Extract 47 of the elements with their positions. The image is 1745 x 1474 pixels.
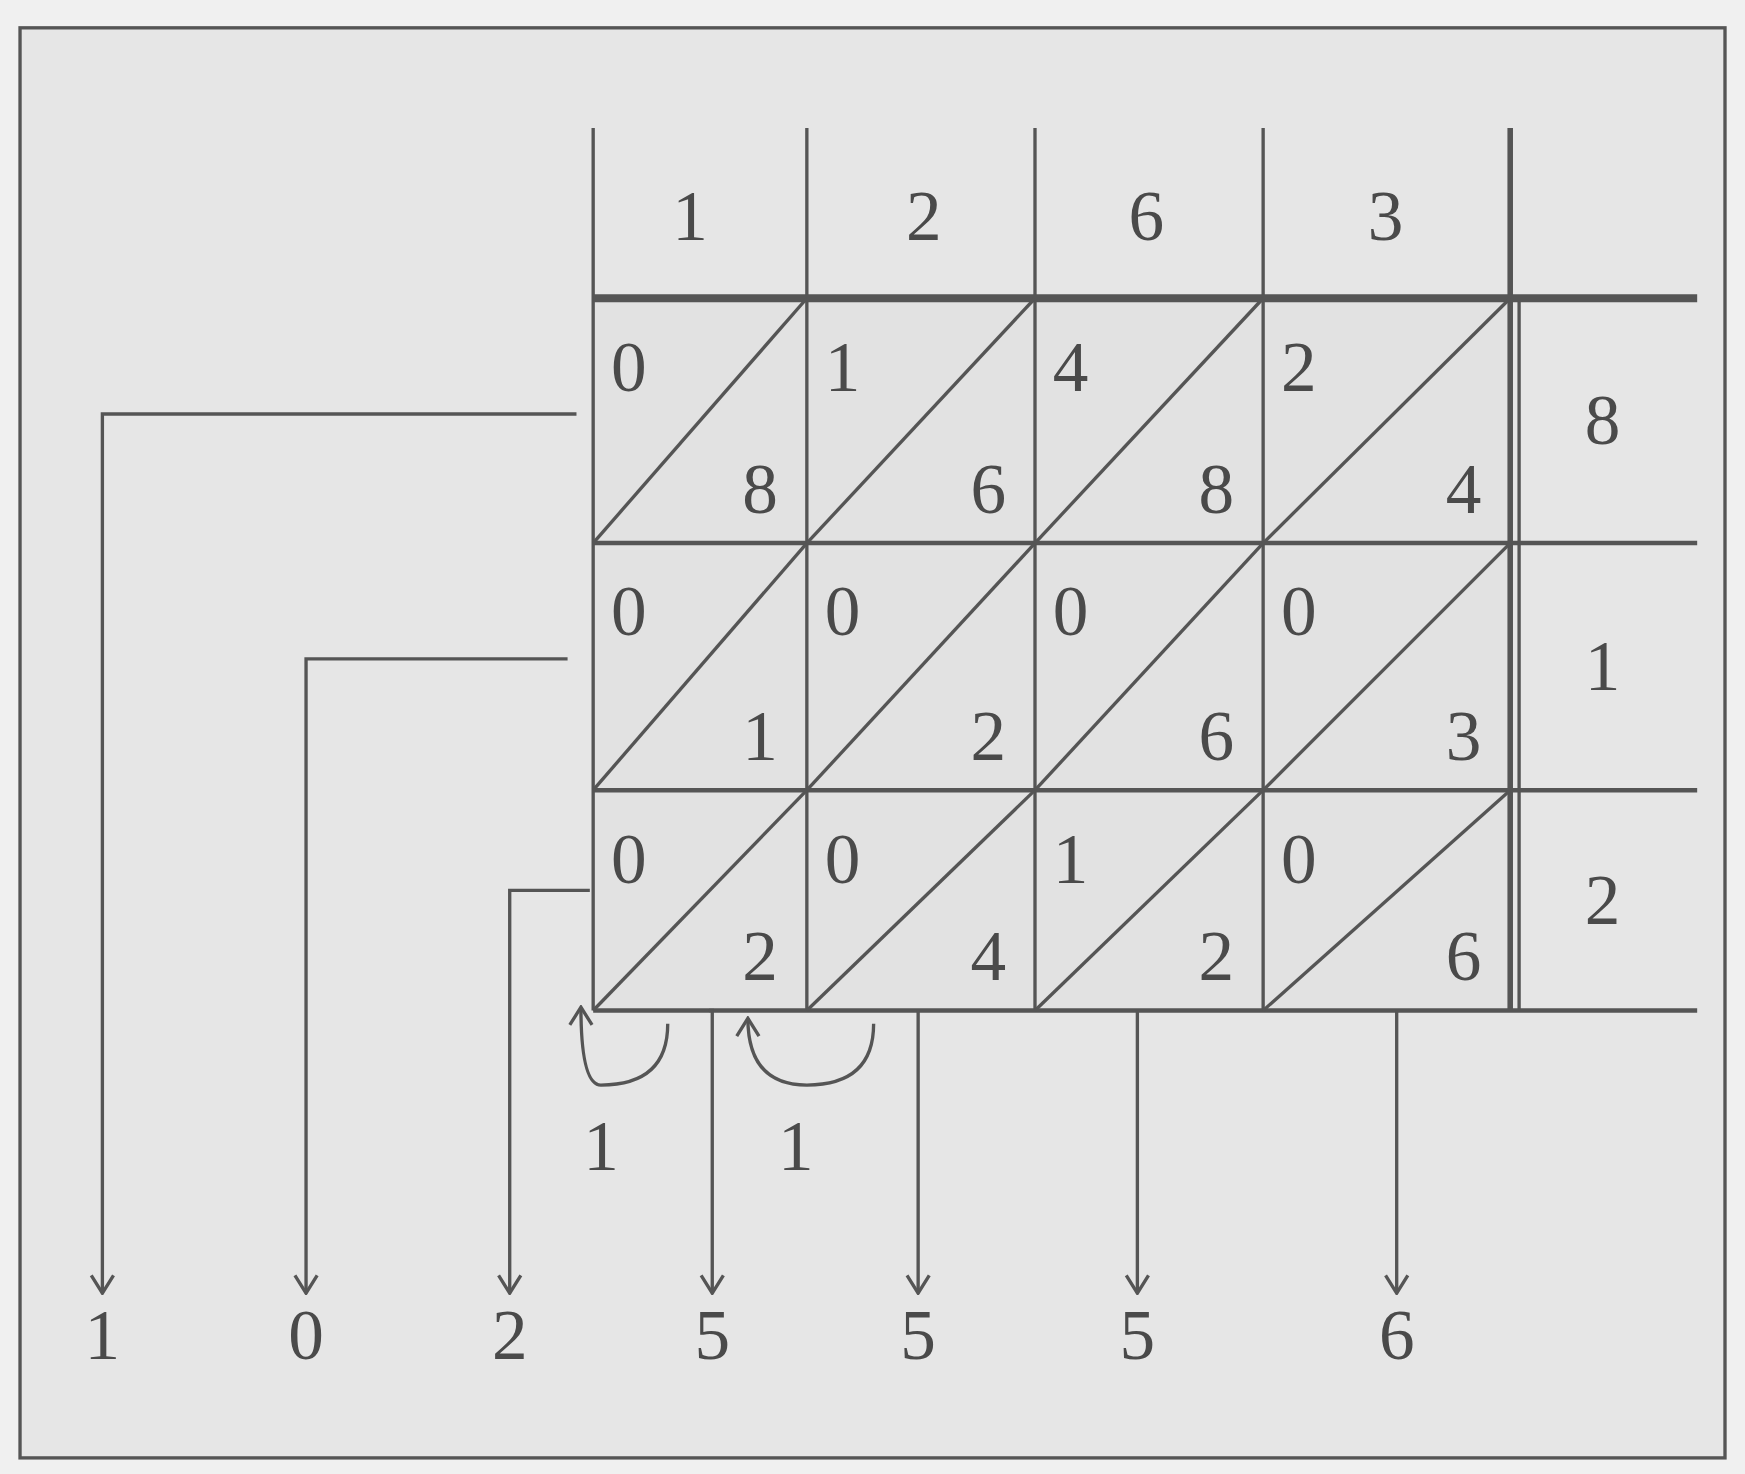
tens-digit: 0 [824, 823, 861, 895]
units-digit: 1 [742, 701, 778, 773]
tens-digit: 0 [1052, 576, 1089, 648]
units-digit: 4 [970, 921, 1007, 993]
arrow [1383, 1010, 1410, 1295]
arrow [1124, 1010, 1151, 1295]
tens-digit: 1 [1052, 823, 1089, 895]
multiplicand-digit: 6 [1128, 181, 1165, 253]
arrow [496, 888, 590, 1295]
result-digit: 5 [694, 1299, 731, 1372]
tens-digit: 0 [1280, 823, 1317, 895]
multiplicand-digit: 1 [672, 181, 708, 253]
units-digit: 6 [970, 454, 1007, 526]
result-digit: 5 [900, 1299, 936, 1372]
multiplicand-digit: 3 [1367, 181, 1404, 253]
arrow [905, 1010, 931, 1295]
units-digit: 8 [742, 454, 778, 526]
result-digit: 6 [1378, 1299, 1415, 1372]
tens-digit: 4 [1052, 331, 1089, 403]
result-digit: 0 [288, 1299, 324, 1372]
carry-digit: 1 [777, 1110, 814, 1182]
tens-digit: 1 [824, 331, 861, 403]
arrow [293, 657, 568, 1295]
arrow [89, 412, 577, 1295]
tens-digit: 0 [611, 331, 647, 403]
tens-digit: 0 [1280, 576, 1317, 648]
result-digit: 2 [491, 1299, 528, 1372]
units-digit: 2 [1198, 921, 1235, 993]
multiplier-digit: 2 [1584, 864, 1621, 936]
result-digit: 5 [1119, 1299, 1156, 1372]
units-digit: 6 [1198, 701, 1235, 773]
tens-digit: 2 [1280, 331, 1317, 403]
units-digit: 3 [1445, 701, 1482, 773]
units-digit: 2 [970, 701, 1007, 773]
units-digit: 6 [1445, 921, 1482, 993]
units-digit: 4 [1445, 454, 1482, 526]
tens-digit: 0 [611, 576, 647, 648]
tens-digit: 0 [824, 576, 861, 648]
units-digit: 8 [1198, 454, 1235, 526]
multiplicand-digit: 2 [905, 181, 942, 253]
arrow [699, 1008, 726, 1295]
result-digit: 1 [84, 1299, 121, 1372]
tens-digit: 0 [611, 823, 647, 895]
multiplier-digit: 8 [1584, 385, 1621, 457]
units-digit: 2 [742, 921, 778, 993]
multiplier-digit: 1 [1584, 631, 1621, 703]
carry-digit: 1 [583, 1110, 619, 1182]
